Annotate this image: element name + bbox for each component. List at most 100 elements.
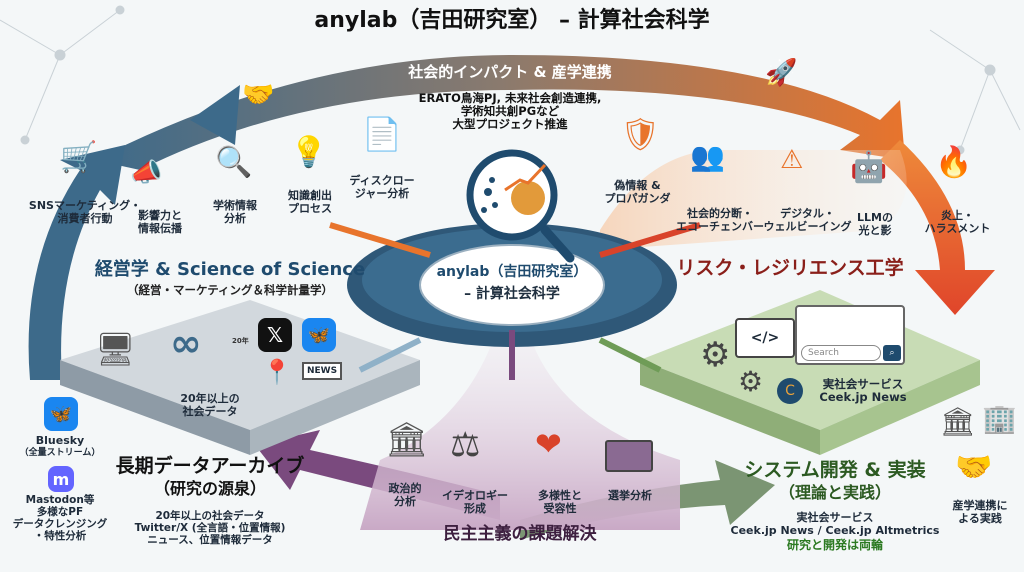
magnifier-document-icon: 🔍 (215, 145, 253, 180)
page-title: anylab（吉田研究室） – 計算社会科学 (314, 8, 710, 33)
platform-label: 社会データ (182, 404, 238, 418)
management-subtitle: （経営・マーケティング＆科学計量学） (126, 283, 334, 297)
chat-warning-icon: ⚠ (780, 145, 804, 175)
document-icon: 📄 (362, 115, 402, 153)
system-motto: 研究と開発は両輪 (786, 538, 883, 552)
item-label: 情報伝播 (138, 221, 182, 235)
handshake-icon: 🤝 (242, 80, 275, 110)
rocket-icon: 🚀 (765, 58, 798, 88)
scales-icon: ⚖ (450, 425, 481, 465)
robot-icon: 🤖 (850, 150, 888, 185)
item-label: 政治的 (388, 482, 422, 495)
location-pin-icon: 📍 (262, 358, 292, 386)
mastodon-label: Mastodon等 (25, 494, 95, 506)
industry-label: 産学連携に (952, 499, 1008, 512)
office-building-icon: 🏢 (982, 402, 1017, 435)
infinity-icon: ∞ (170, 321, 202, 365)
network-decoration (0, 5, 1021, 155)
archive-title: 長期データアーカイブ (115, 455, 305, 477)
industry-label: よる実践 (958, 511, 1002, 525)
mastodon-icon: m (48, 466, 74, 492)
gear-icon: ⚙ (700, 335, 731, 375)
system-title: システム開発 & 実装 (744, 459, 926, 481)
item-label: ウェルビーイング (763, 219, 852, 233)
server-icon: 🖥 (95, 330, 136, 368)
bluesky-sublabel: （全量ストリーム） (19, 447, 101, 458)
bluesky-logo-icon: 🦋 (302, 318, 336, 352)
fire-icon: 🔥 (935, 145, 973, 180)
top-arc-arrow (95, 55, 905, 170)
bluesky-icon: 🦋 (44, 397, 78, 431)
mastodon-label: 多様なPF (36, 506, 84, 519)
people-heart-icon: ❤ (535, 425, 562, 463)
platform-label: 実社会サービス (822, 377, 904, 391)
item-label: 偽情報 & (614, 179, 661, 192)
democracy-title: 民主主義の課題解決 (443, 524, 597, 544)
item-label: 炎上・ (941, 209, 974, 222)
item-label: 形成 (464, 501, 486, 515)
archive-detail: 20年以上の社会データ (155, 510, 265, 522)
risk-title: リスク・レジリエンス工学 (676, 257, 904, 279)
item-label: ディスクロー (349, 174, 415, 187)
x-logo-icon: 𝕏 (258, 318, 292, 352)
archive-subtitle: （研究の源泉） (153, 479, 266, 498)
item-label: 多様性と (538, 489, 582, 502)
item-label: エコーチェンバー (676, 219, 764, 233)
center-name: anylab（吉田研究室） (436, 264, 588, 280)
item-label: LLMの (857, 211, 893, 224)
item-label: イデオロギー (442, 489, 508, 502)
item-label: 社会的分断・ (687, 207, 753, 220)
item-label: 影響力と (138, 209, 182, 222)
shield-icon: 🛡 (620, 115, 661, 153)
right-arc-arrow (880, 140, 995, 315)
top-arc-label: 社会的インパクト & 産学連携 (408, 63, 612, 81)
mastodon-label: ・特性分析 (33, 530, 87, 543)
center-subtitle: – 計算社会科学 (464, 286, 560, 302)
item-label: 学術情報 (213, 199, 257, 212)
code-window-icon: </> (735, 318, 795, 358)
capitol-icon: 🏛 (385, 420, 429, 460)
item-label: 消費者行動 (57, 211, 113, 225)
groups-icon: 👥 (690, 140, 725, 173)
project-line: ERATO鳥海PJ, 未来社会創造連携, (418, 91, 602, 105)
browser-window: Search ⌕ (795, 305, 905, 365)
item-label: プロパガンダ (604, 191, 671, 205)
item-label: 知識創出 (288, 189, 332, 202)
search-icon[interactable]: ⌕ (883, 345, 901, 361)
bluesky-label: Bluesky (35, 434, 85, 447)
item-label: 分析 (394, 494, 416, 508)
timeline-label: 20年 (232, 337, 249, 345)
item-label: 選挙分析 (608, 489, 652, 502)
archive-detail: Twitter/X (全言語・位置情報) (134, 522, 286, 535)
mastodon-label: データクレンジング (12, 518, 108, 531)
search-input[interactable]: Search (801, 345, 881, 361)
news-icon: NEWS (302, 362, 343, 381)
system-detail: 実社会サービス (796, 511, 874, 524)
university-building-icon: 🏛 (940, 405, 976, 438)
item-label: ハラスメント (924, 221, 991, 235)
handshake-icon: 🤝 (955, 450, 993, 485)
item-label: プロセス (288, 201, 332, 215)
item-label: ジャー分析 (354, 186, 410, 200)
archive-detail: ニュース、位置情報データ (147, 534, 273, 547)
platform-label: 20年以上の (180, 392, 240, 405)
magnifier-icon (466, 149, 575, 263)
platform-label: Ceek.jp News (819, 390, 907, 405)
lightbulb-icon: 💡 (290, 135, 328, 170)
megaphone-icon: 📣 (130, 158, 163, 188)
gear-icon: ⚙ (738, 365, 764, 398)
project-line: 学術知共創PGなど (460, 104, 560, 119)
system-subtitle: （理論と実践） (778, 483, 891, 502)
ceek-logo-icon: C (777, 378, 803, 404)
system-detail: Ceek.jp News / Ceek.jp Altmetrics (730, 523, 940, 537)
project-line: 大型プロジェクト推進 (452, 117, 568, 132)
shopping-cart-icon: 🛒 (60, 140, 98, 175)
management-title: 経営学 & Science of Science (94, 259, 366, 280)
left-arc-arrow (28, 145, 126, 380)
item-label: 分析 (224, 211, 246, 225)
ballot-box-icon (605, 440, 653, 472)
item-label: 光と影 (858, 223, 892, 237)
item-label: SNSマーケティング・ (28, 199, 142, 212)
item-label: 受容性 (543, 501, 577, 515)
